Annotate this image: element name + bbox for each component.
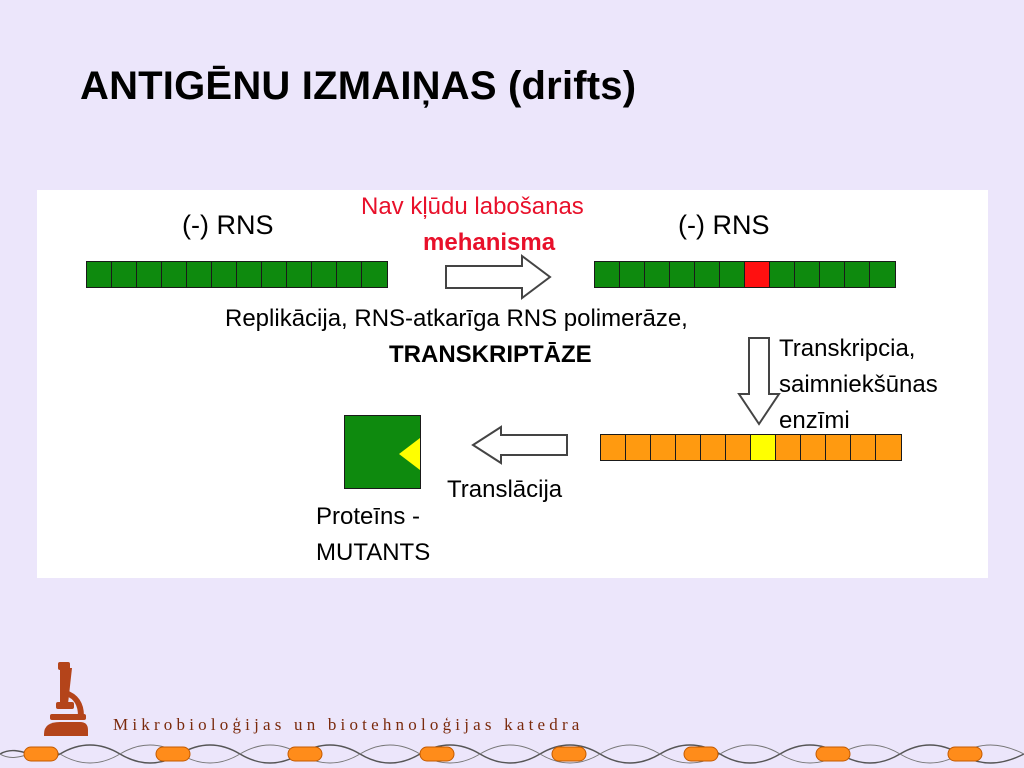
rna-label-left: (-) RNS: [182, 210, 274, 240]
decorative-vine-border: [0, 744, 1024, 764]
rna-original-segment: [337, 262, 362, 287]
protein-label: Proteīns -: [316, 503, 421, 530]
rna-mutated-segment: [795, 262, 820, 287]
mrna-mutation-segment: [751, 435, 776, 460]
slide-title: ANTIGĒNU IZMAIŅAS (drifts): [80, 64, 637, 108]
rna-label-right: (-) RNS: [678, 210, 770, 240]
rna-mutated-segment: [695, 262, 720, 287]
rna-strand-original: [86, 261, 388, 288]
rna-mutated-segment: [595, 262, 620, 287]
mrna-segment: [801, 435, 826, 460]
rna-mutated-segment: [870, 262, 895, 287]
replication-arrow-icon: [445, 254, 552, 300]
rna-original-segment: [87, 262, 112, 287]
rna-mutated-segment: [645, 262, 670, 287]
rna-mutated-segment: [620, 262, 645, 287]
no-proofreading-label: Nav kļūdu labošanas: [361, 193, 584, 220]
mrna-segment: [726, 435, 751, 460]
transcription-arrow-icon: [737, 337, 781, 426]
mrna-segment: [701, 435, 726, 460]
transcription-label: Transkripcia,: [779, 335, 916, 362]
rna-strand-mutated: [594, 261, 896, 288]
mrna-segment: [626, 435, 651, 460]
rna-mutated-mutation-segment: [745, 262, 770, 287]
enzymes-label: enzīmi: [779, 407, 850, 434]
footer-department-text: Mikrobioloģijas un biotehnoloģijas kated…: [113, 715, 584, 734]
mechanism-label: mehanisma: [423, 229, 556, 256]
mrna-segment: [651, 435, 676, 460]
rna-original-segment: [162, 262, 187, 287]
mrna-segment: [851, 435, 876, 460]
mutants-label: MUTANTS: [316, 539, 431, 566]
mrna-segment: [826, 435, 851, 460]
mrna-segment: [676, 435, 701, 460]
rna-original-segment: [187, 262, 212, 287]
mrna-segment: [876, 435, 901, 460]
rna-mutated-segment: [670, 262, 695, 287]
rna-mutated-segment: [720, 262, 745, 287]
rna-mutated-segment: [770, 262, 795, 287]
rna-mutated-segment: [845, 262, 870, 287]
mrna-segment: [776, 435, 801, 460]
replication-label: Replikācija, RNS-atkarīga RNS polimerāze…: [225, 305, 688, 332]
mrna-segment: [601, 435, 626, 460]
mutant-protein: [344, 415, 421, 489]
rna-original-segment: [212, 262, 237, 287]
translation-label: Translācija: [447, 476, 563, 503]
rna-original-segment: [287, 262, 312, 287]
rna-original-segment: [112, 262, 137, 287]
microscope-icon: [44, 662, 88, 736]
transcriptase-label: TRANSKRIPTĀZE: [389, 341, 592, 368]
host-cell-label: saimniekšūnas: [779, 371, 938, 398]
rna-original-segment: [312, 262, 337, 287]
rna-original-segment: [237, 262, 262, 287]
rna-original-segment: [362, 262, 387, 287]
mutation-site-icon: [399, 438, 420, 470]
rna-original-segment: [137, 262, 162, 287]
rna-original-segment: [262, 262, 287, 287]
mrna-strand: [600, 434, 902, 461]
antigenic-drift-diagram: (-) RNS (-) RNS Nav kļūdu labošanas meha…: [37, 190, 988, 578]
rna-mutated-segment: [820, 262, 845, 287]
translation-arrow-icon: [471, 425, 568, 465]
